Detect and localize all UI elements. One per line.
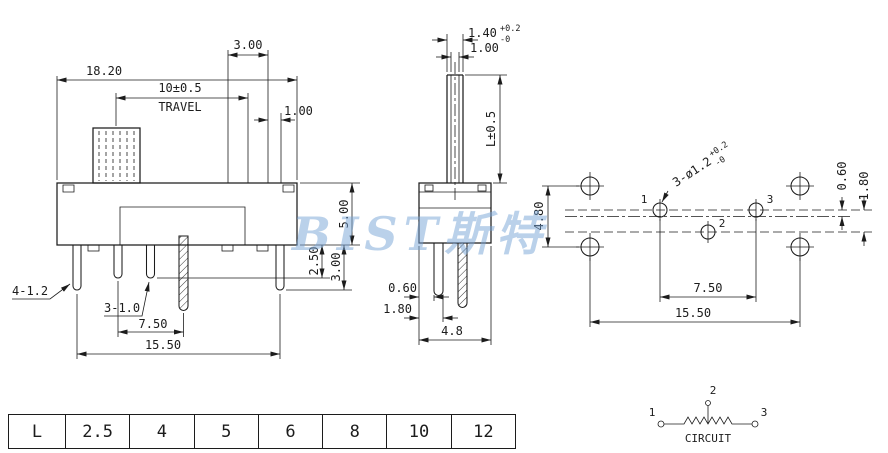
terminal-pin-2 [145, 245, 156, 279]
circuit-contact-track [664, 416, 752, 425]
hole-callout: 3-ø1.2 [670, 154, 714, 189]
callout-terminal-pins: 3-1.0 [104, 301, 140, 315]
circuit-pin1-node [657, 420, 665, 428]
inner-mechanism [119, 206, 246, 245]
side-pin-back [457, 242, 468, 309]
dim-step: 1.00 [284, 104, 313, 118]
pcb-pin1-label: 1 [641, 193, 648, 206]
dim-pin-long: 3.00 [329, 253, 343, 282]
dim-mount-row-span: 4.80 [532, 202, 546, 231]
slider-knob [92, 127, 141, 184]
dim-terminal-pitch: 7.50 [139, 317, 168, 331]
length-option: 12 [450, 415, 515, 448]
dim-tip-inner: 1.00 [470, 41, 499, 55]
length-table-header: L [31, 421, 43, 442]
callout-bracket-pins: 4-1.2 [12, 284, 48, 298]
length-option: 5 [193, 415, 258, 448]
dim-knob-width: 3.00 [234, 38, 263, 52]
front-view: 18.20 3.00 10±0.5 TRAVEL 1.00 5.00 2.50 … [12, 38, 360, 359]
circuit-diagram: 2 1 3 CIRCUIT [649, 384, 768, 445]
dim-pcb-row-pitch: 1.80 [857, 172, 871, 201]
dim-tip-width: 1.40 [468, 26, 497, 40]
length-option: 2.5 [65, 415, 129, 448]
pcb-layout-view: 1 3 2 3-ø1.2 +0.2 -0 4.80 0.60 1.80 7.50… [532, 140, 872, 327]
mount-ear-right [282, 184, 295, 193]
dim-pin-short: 2.50 [307, 247, 321, 276]
dim-overall-width: 18.20 [86, 64, 122, 78]
dim-travel: 10±0.5 [158, 81, 201, 95]
pcb-pin2-label: 2 [719, 217, 726, 230]
mount-leg-right [275, 245, 285, 291]
length-option-table: L 2.5 4 5 6 8 10 12 [8, 414, 516, 449]
dim-handle-length: L±0.5 [484, 111, 498, 147]
circuit-pin1-label: 1 [649, 406, 656, 419]
hole-tol-minus: -0 [713, 155, 727, 169]
travel-label: TRAVEL [158, 100, 201, 114]
dim-terminal-span: 7.50 [694, 281, 723, 295]
side-body-outline [418, 182, 492, 244]
circuit-pin2-node [705, 400, 711, 406]
circuit-pin3-node [751, 420, 759, 428]
dim-body-height: 5.00 [337, 200, 351, 229]
dim-bracket-span: 15.50 [145, 338, 181, 352]
length-option: 6 [257, 415, 322, 448]
dim-tip-tol-plus: +0.2 [500, 24, 520, 34]
length-option: 4 [129, 415, 193, 448]
dim-row-offset: 0.60 [835, 162, 849, 191]
side-view: 1.40 +0.2 -0 1.00 L±0.5 0.60 1.80 4.8 [383, 24, 520, 345]
dim-tip-tol-minus: -0 [500, 35, 510, 45]
terminal-pin-1 [113, 245, 123, 279]
circuit-pin3-label: 3 [761, 406, 768, 419]
dim-body-depth: 4.8 [441, 324, 463, 338]
dim-row-pitch: 1.80 [383, 302, 412, 316]
mount-leg-left [72, 245, 82, 291]
length-option: 10 [386, 415, 450, 448]
dim-mount-span: 15.50 [675, 306, 711, 320]
circuit-pin2-label: 2 [710, 384, 717, 397]
switch-body-outline [56, 182, 298, 246]
pcb-pin3-label: 3 [767, 193, 774, 206]
dim-pin-offset: 0.60 [388, 281, 417, 295]
length-option: 8 [322, 415, 386, 448]
side-pin-front [433, 243, 444, 297]
mount-ear-left [62, 184, 75, 193]
circuit-title: CIRCUIT [685, 432, 732, 445]
terminal-pin-3 [178, 235, 189, 312]
